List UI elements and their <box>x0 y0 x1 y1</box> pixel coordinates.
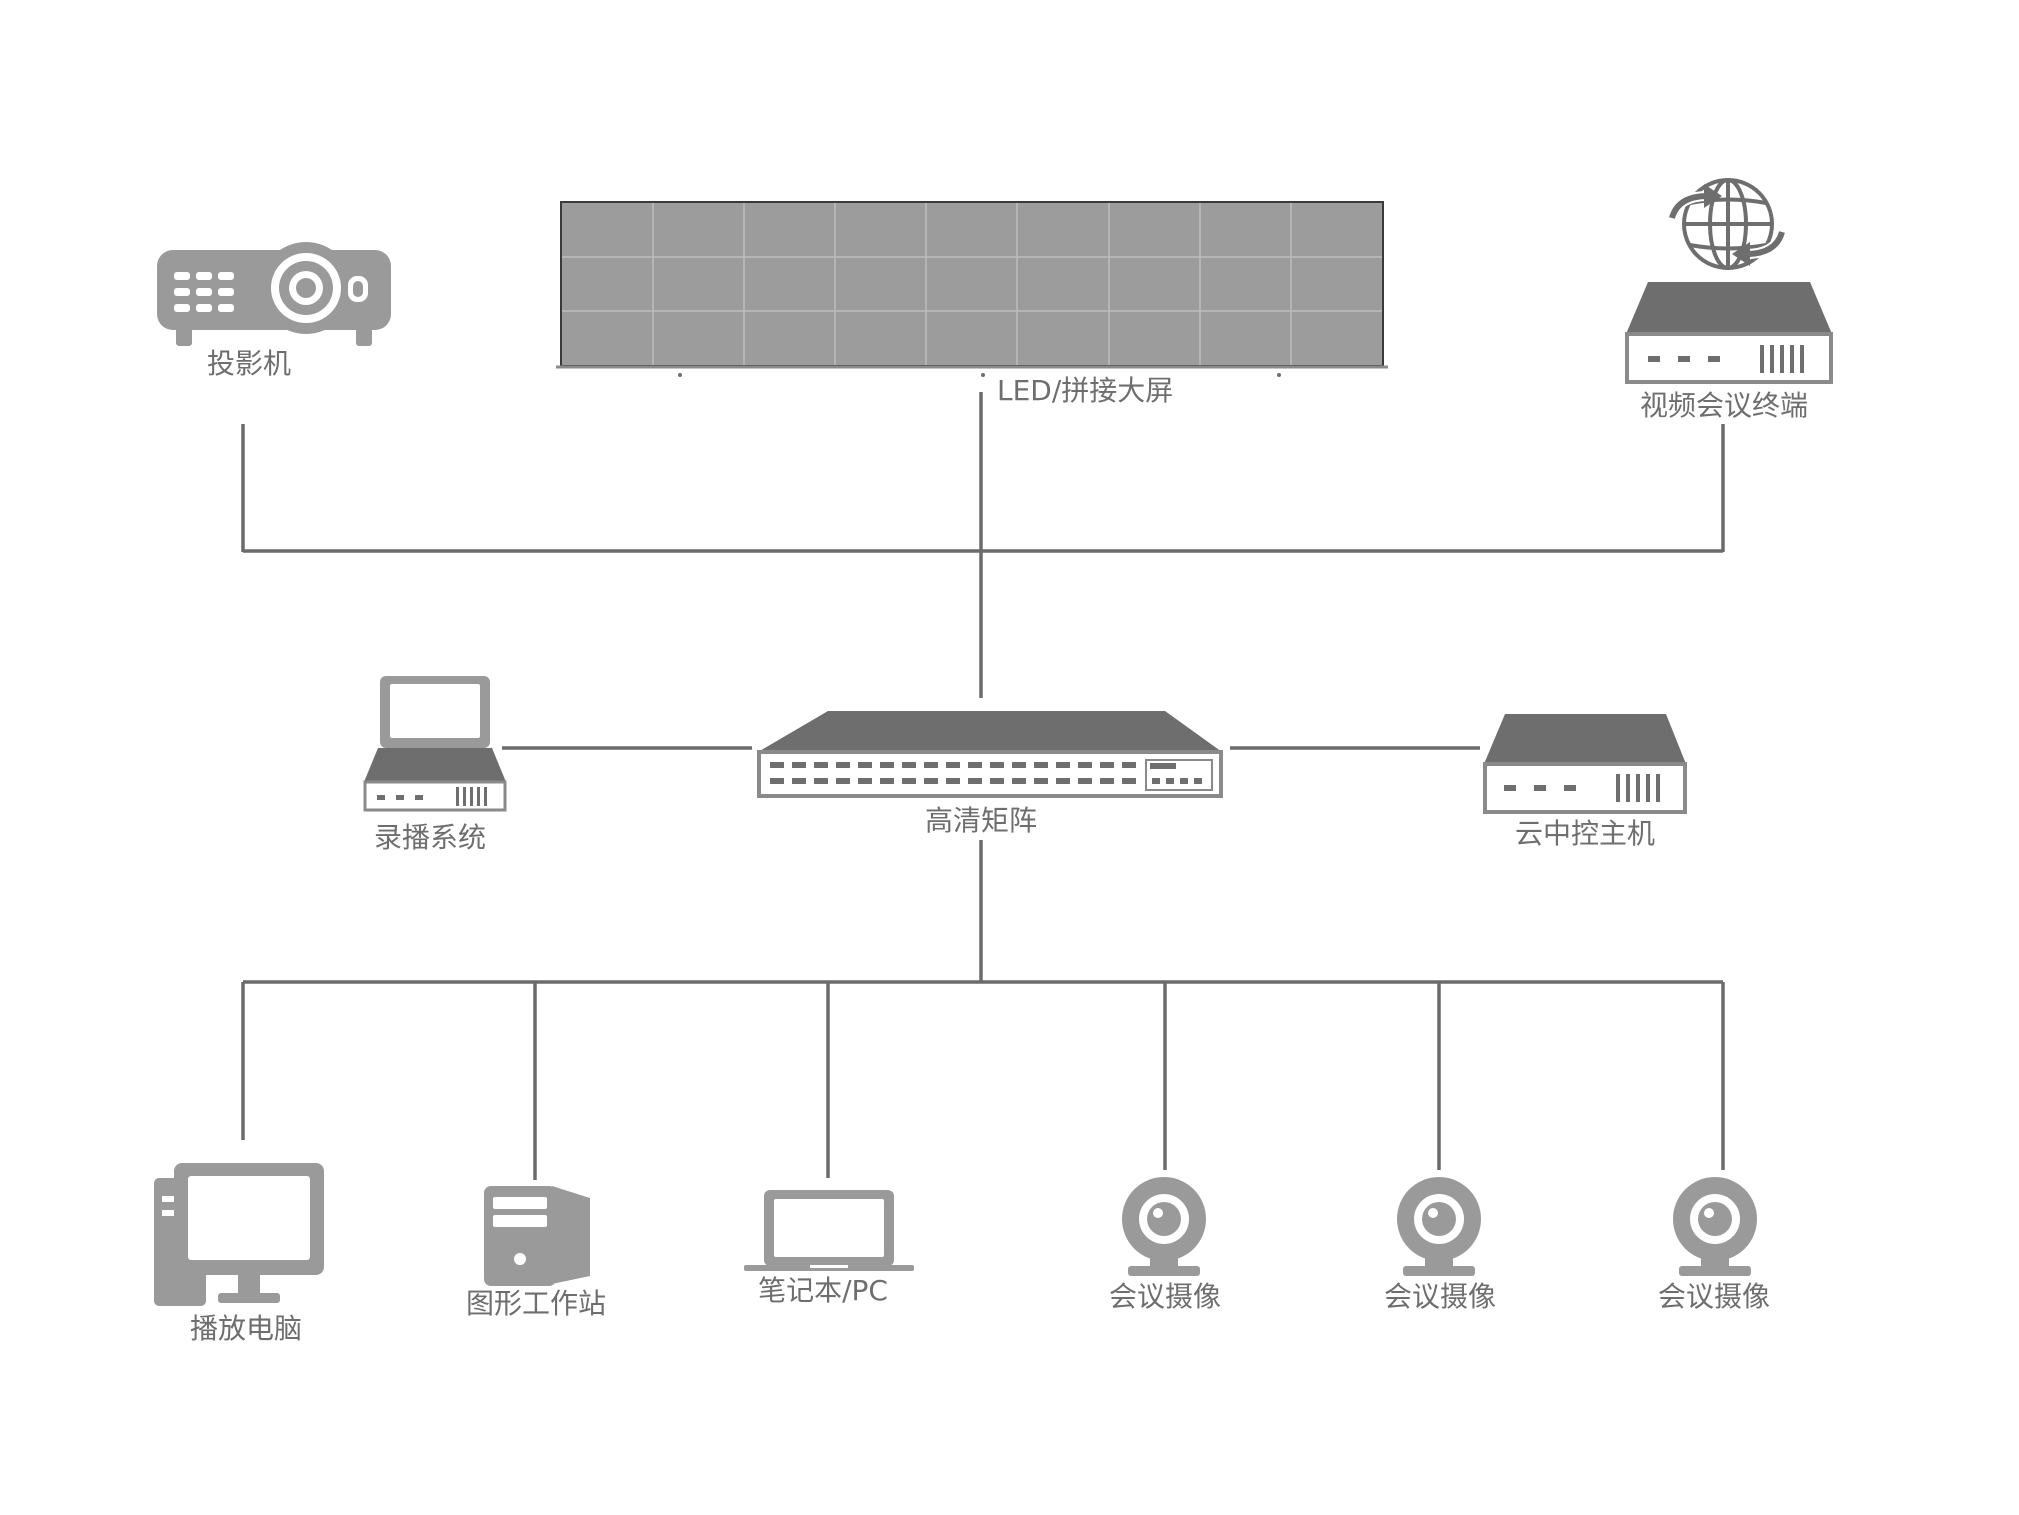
led-wall-icon <box>556 201 1388 377</box>
workstation-label: 图形工作站 <box>466 1287 606 1320</box>
camera-3-label: 会议摄像 <box>1658 1280 1770 1313</box>
webcam-icon <box>1122 1170 1206 1276</box>
webcam-icon <box>1673 1170 1757 1276</box>
led-wall-label: LED/拼接大屏 <box>997 374 1173 407</box>
hd-matrix-label: 高清矩阵 <box>925 804 1037 837</box>
hd-matrix-node: 高清矩阵 <box>757 711 1223 837</box>
workstation-icon <box>484 1186 590 1286</box>
video-conf-terminal-label: 视频会议终端 <box>1640 389 1808 422</box>
camera-1-node: 会议摄像 <box>1109 1170 1221 1313</box>
recording-system-node: 录播系统 <box>363 676 507 854</box>
desktop-pc-icon <box>154 1163 324 1306</box>
laptop-label: 笔记本/PC <box>758 1274 888 1307</box>
control-host-icon <box>1483 714 1687 814</box>
hd-matrix-icon <box>757 711 1223 798</box>
projector-icon <box>157 242 391 346</box>
globe-icon <box>1682 178 1774 270</box>
workstation-node: 图形工作站 <box>466 1186 606 1320</box>
recording-system-label: 录播系统 <box>374 821 486 854</box>
camera-2-label: 会议摄像 <box>1384 1280 1496 1313</box>
camera-3-node: 会议摄像 <box>1658 1170 1770 1313</box>
webcam-icon <box>1397 1170 1481 1276</box>
laptop-node: 笔记本/PC <box>744 1190 914 1307</box>
projector-node: 投影机 <box>157 242 391 380</box>
projector-label: 投影机 <box>207 347 291 380</box>
laptop-icon <box>744 1190 914 1271</box>
camera-2-node: 会议摄像 <box>1384 1170 1496 1313</box>
playback-pc-label: 播放电脑 <box>190 1312 302 1345</box>
video-conf-terminal-node: 视频会议终端 <box>1625 178 1833 422</box>
playback-pc-node: 播放电脑 <box>154 1163 324 1345</box>
video-conference-terminal-icon <box>1625 178 1833 384</box>
connection-lines <box>241 392 1725 1180</box>
camera-1-label: 会议摄像 <box>1109 1280 1221 1313</box>
recording-system-icon <box>363 676 507 812</box>
control-host-node: 云中控主机 <box>1483 714 1687 850</box>
led-wall-node: LED/拼接大屏 <box>556 201 1388 407</box>
control-host-label: 云中控主机 <box>1515 817 1655 850</box>
